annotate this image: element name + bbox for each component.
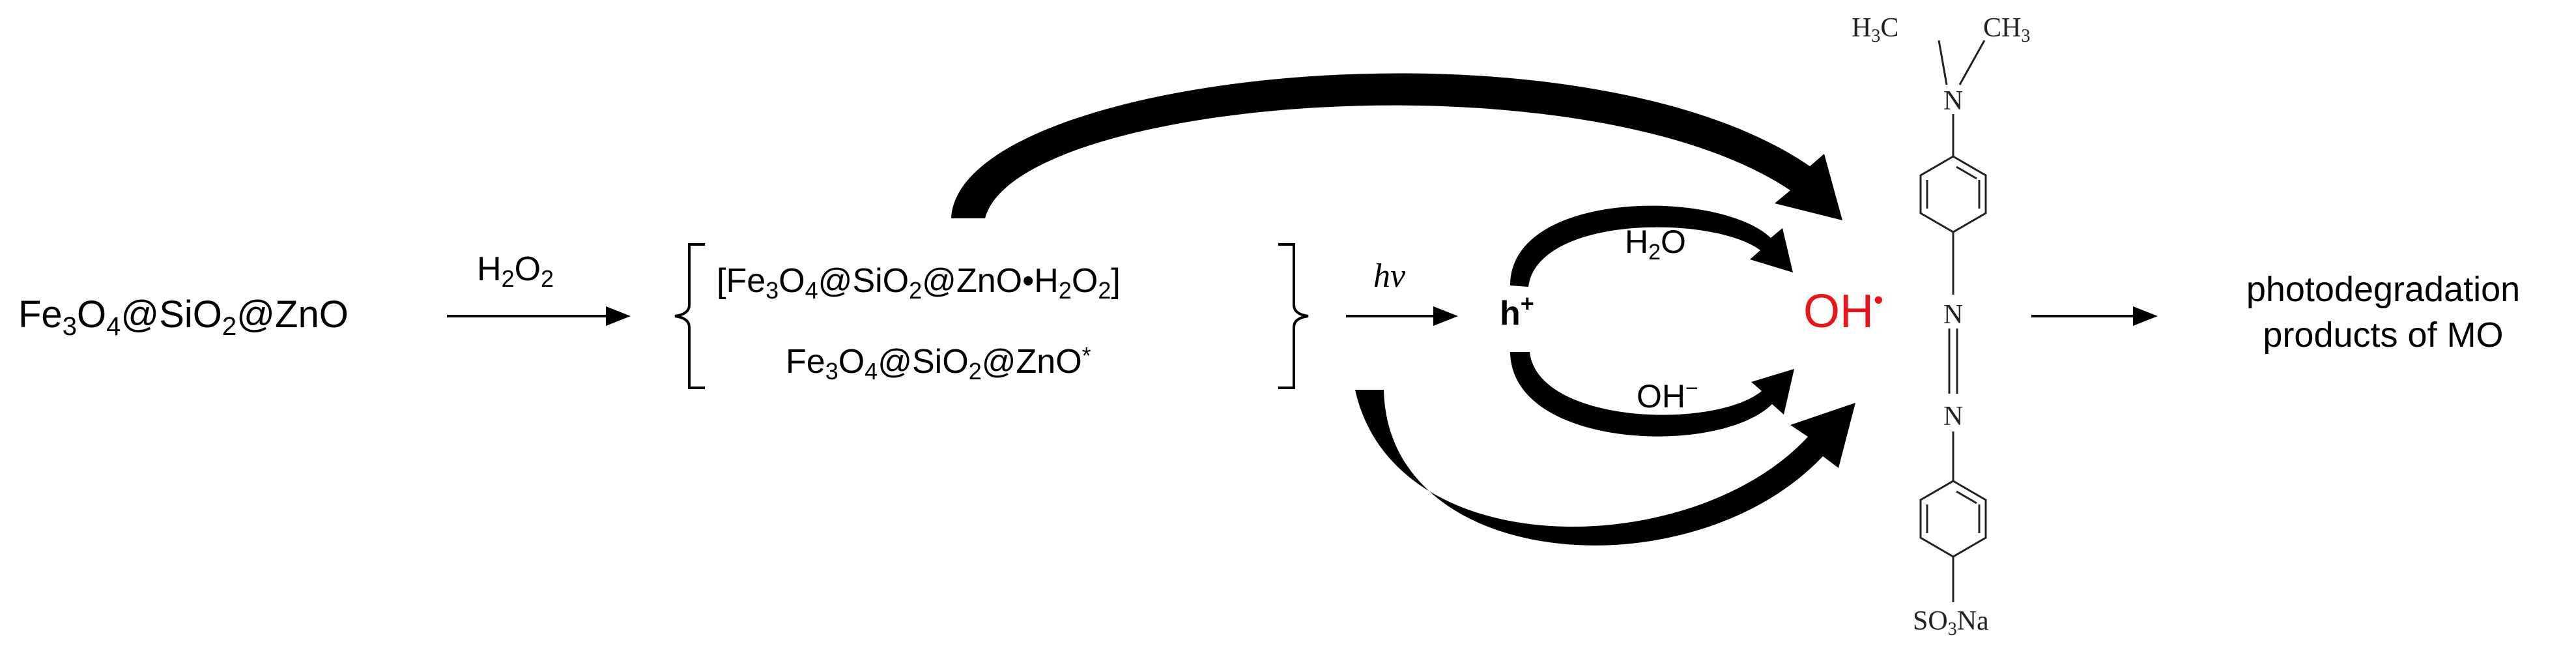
hydroxide-label: OH− (1637, 376, 1698, 415)
left-brace (674, 243, 705, 389)
h2o2-label: H2O2 (477, 250, 554, 292)
arrow-h2o2 (447, 306, 631, 326)
product-line2: products of MO (2263, 315, 2503, 355)
curved-arrow-hydroxide (1510, 352, 1794, 437)
reactant-formula: Fe3O4@SiO2@ZnO (18, 293, 349, 341)
curved-arrow-top (951, 73, 1842, 220)
water-label: H2O (1625, 224, 1686, 265)
ch3-label: CH3 (1983, 13, 2030, 46)
arrow-products (2031, 306, 2158, 326)
right-brace (1278, 243, 1309, 389)
curved-arrow-bottom (1355, 390, 1855, 546)
product-line1: photodegradation (2246, 270, 2520, 309)
hole-label: h+ (1500, 290, 1534, 332)
azo-n1-label: N (1943, 300, 1963, 330)
azo-n2-label: N (1943, 402, 1963, 431)
hv-label: hν (1373, 257, 1406, 295)
excited-formula: Fe3O4@SiO2@ZnO* (786, 342, 1091, 385)
hydroxyl-radical: OH• (1803, 284, 1883, 338)
curved-arrow-water (1510, 205, 1793, 287)
complex-formula: [Fe3O4@SiO2@ZnO•H2O2] (717, 262, 1121, 304)
methyl-orange-structure (1919, 40, 1987, 602)
sulfonate-label: SO3Na (1913, 606, 1989, 639)
arrow-hv (1346, 306, 1458, 326)
h3c-label: H3C (1852, 13, 1898, 46)
amine-n-label: N (1943, 86, 1963, 116)
